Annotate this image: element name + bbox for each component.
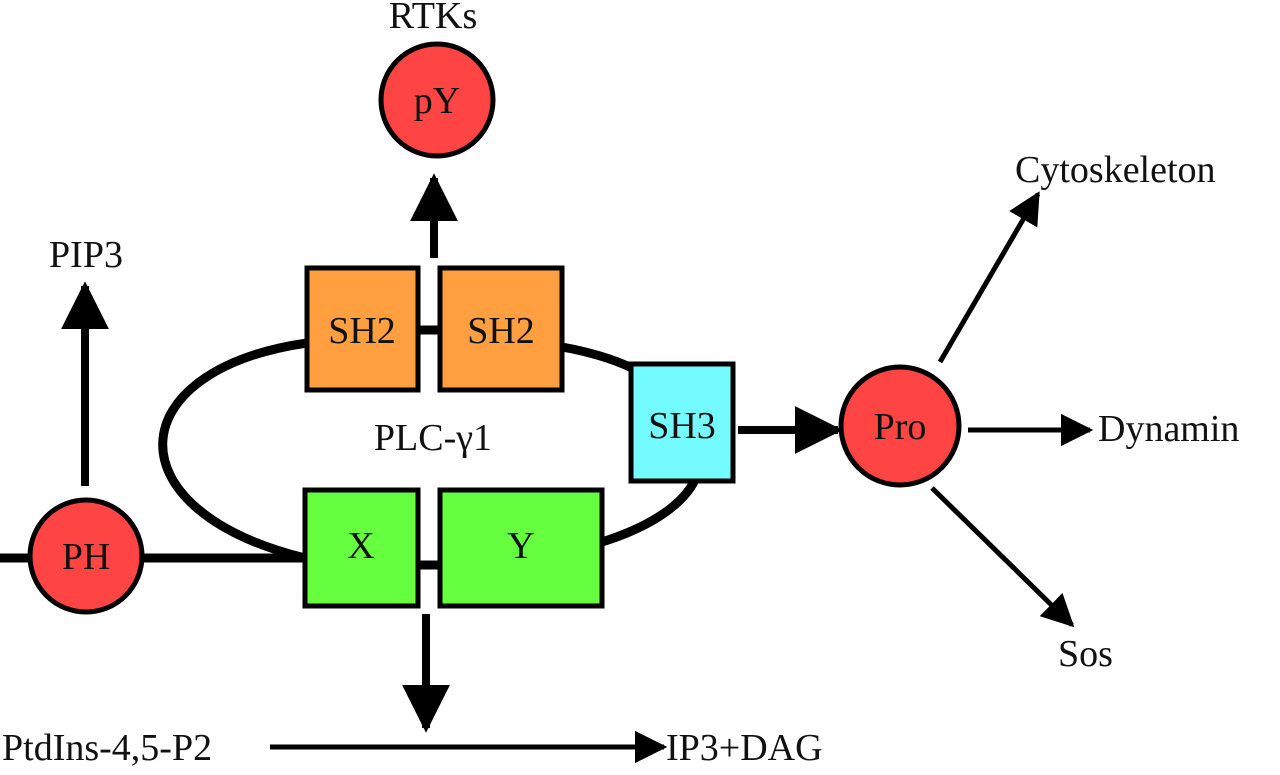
substrate-label: PtdIns-4,5-P2 [2, 727, 212, 769]
protein-label: PLC-γ1 [374, 417, 492, 459]
ph-label: PH [62, 536, 111, 578]
pro-node: Pro [838, 364, 962, 488]
backbone-sh2-to-sh3 [561, 342, 634, 373]
arrow-pro-to-sos [930, 486, 1075, 628]
sh2-domain-b: SH2 [437, 265, 565, 393]
sos-label: Sos [1058, 633, 1113, 675]
sh2-a-label: SH2 [328, 310, 396, 352]
x-domain: X [302, 487, 421, 609]
protein-backbone-loop [158, 338, 308, 563]
y-label: Y [507, 525, 534, 567]
rtks-label: RTKs [389, 0, 478, 37]
cytoskeleton-label: Cytoskeleton [1015, 149, 1216, 191]
pro-label: Pro [874, 406, 927, 448]
x-label: X [347, 525, 374, 567]
sh2-b-label: SH2 [467, 310, 535, 352]
backbone-sh3-to-y [600, 477, 700, 547]
sh3-domain: SH3 [628, 361, 736, 484]
product-label: IP3+DAG [666, 727, 823, 769]
arrow-pro-to-cytoskeleton [937, 191, 1041, 364]
ph-node: PH [27, 497, 145, 615]
py-label: pY [414, 80, 460, 122]
sh3-label: SH3 [648, 405, 716, 447]
sh2-domain-a: SH2 [304, 265, 421, 393]
pip3-label: PIP3 [49, 234, 123, 276]
py-node: pY [378, 41, 496, 159]
y-domain: Y [437, 487, 605, 609]
dynamin-label: Dynamin [1098, 408, 1239, 450]
